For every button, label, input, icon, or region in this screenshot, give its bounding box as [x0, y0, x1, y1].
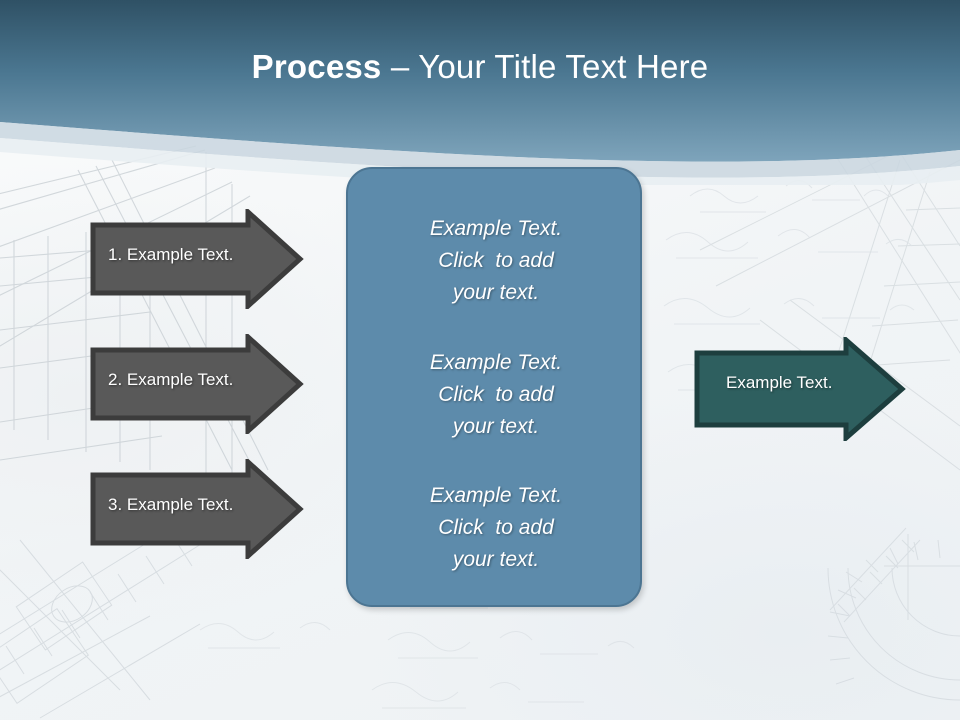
page-title-bold: Process [251, 48, 382, 85]
result-arrow[interactable] [694, 337, 906, 441]
page-title: Process – Your Title Text Here [0, 48, 960, 86]
step-arrow-2[interactable] [90, 334, 304, 434]
step-arrow-3[interactable] [90, 459, 304, 559]
step-arrow-1[interactable] [90, 209, 304, 309]
page-title-separator: – [381, 48, 419, 85]
center-text-block-3: Example Text. Click to add your text. [429, 484, 563, 571]
slide-header: Process – Your Title Text Here [0, 0, 960, 185]
center-content-panel[interactable]: Example Text. Click to add your text. Ex… [346, 167, 642, 607]
center-text-block-2: Example Text. Click to add your text. [429, 351, 563, 438]
page-title-rest: Your Title Text Here [418, 48, 709, 85]
center-text-block-1: Example Text. Click to add your text. [429, 217, 563, 304]
